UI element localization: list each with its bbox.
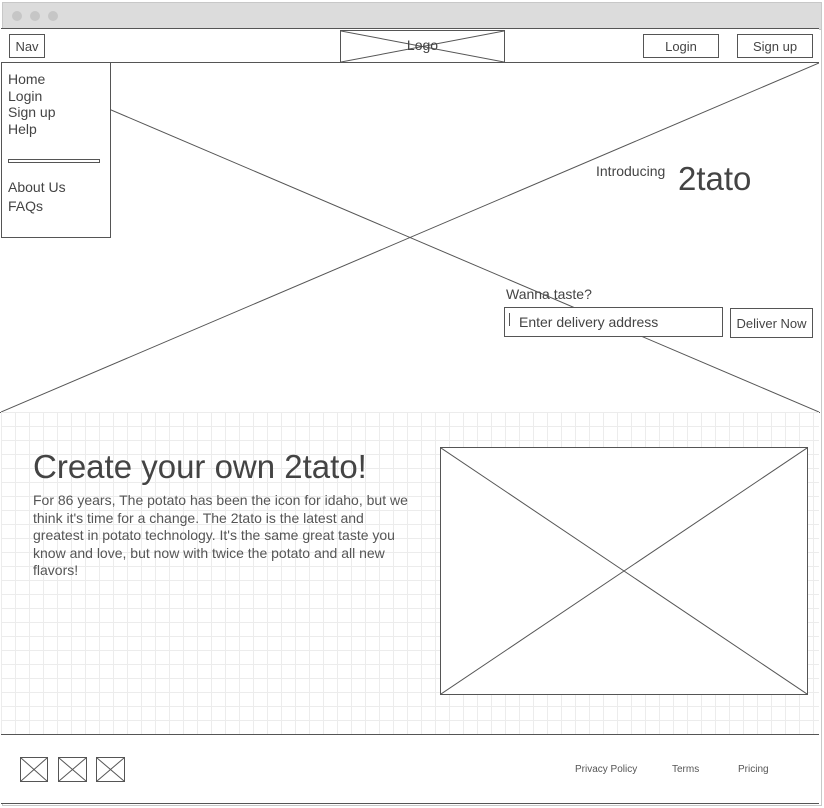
side-menu: Home Login Sign up Help About Us FAQs [1,63,111,238]
side-menu-divider [8,159,100,163]
content-image-placeholder [440,447,808,695]
page-footer [1,734,819,804]
signup-button[interactable]: Sign up [737,34,813,58]
minimize-window-icon[interactable] [30,11,40,21]
text-cursor [509,313,510,326]
image-placeholder-icon [1,63,819,412]
deliver-now-button[interactable]: Deliver Now [730,308,813,338]
image-placeholder-icon [97,758,124,781]
side-menu-item-signup[interactable]: Sign up [8,104,56,120]
side-menu-item-faqs[interactable]: FAQs [8,198,44,214]
image-placeholder-icon [59,758,86,781]
hero-intro-text: Introducing [596,163,666,179]
hero-brand-title: 2tato [678,160,752,197]
delivery-address-input[interactable] [504,307,723,337]
footer-link-terms[interactable]: Terms [672,764,700,775]
title-bar [3,3,821,30]
section-body-text: For 86 years, The potato has been the ic… [33,492,408,578]
footer-link-pricing[interactable]: Pricing [738,764,769,775]
side-menu-item-help[interactable]: Help [8,121,37,137]
section-headline: Create your own 2tato! [33,448,367,485]
hero-banner [0,63,820,413]
logo[interactable]: Logo [340,30,505,63]
side-menu-item-home[interactable]: Home [8,71,46,87]
social-icon-3[interactable] [96,757,125,782]
logo-label: Logo [406,37,439,53]
hero-image-placeholder [1,63,819,412]
image-placeholder-icon [21,758,47,781]
login-button[interactable]: Login [643,34,719,58]
side-menu-item-login[interactable]: Login [8,88,43,104]
image-placeholder-icon [341,31,504,62]
footer-link-privacy-policy[interactable]: Privacy Policy [575,764,638,775]
hero-prompt-text: Wanna taste? [506,286,592,302]
image-placeholder-icon [441,448,807,694]
close-window-icon[interactable] [12,11,22,21]
social-icon-1[interactable] [20,757,48,782]
social-icon-2[interactable] [58,757,87,782]
maximize-window-icon[interactable] [48,11,58,21]
side-menu-item-about[interactable]: About Us [8,179,66,195]
nav-menu-button[interactable]: Nav [9,34,45,58]
